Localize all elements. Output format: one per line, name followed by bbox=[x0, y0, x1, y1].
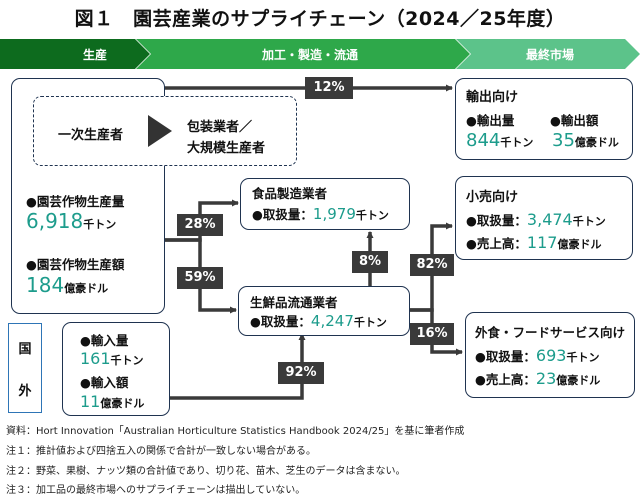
foodservice-volume: ●取扱量：693千トン bbox=[475, 346, 599, 365]
foodservice-sales-value: 23 bbox=[535, 369, 557, 388]
flow-badge-import: 92% bbox=[278, 362, 324, 384]
primary-producer-label: 一次生産者 bbox=[58, 128, 124, 143]
food-manufacturer-volume-value: 1,979 bbox=[312, 205, 356, 223]
retail-volume: ●取扱量：3,474千トン bbox=[466, 210, 606, 229]
import-value-unit: 億豪ドル bbox=[100, 397, 145, 410]
retail-sales-unit: 億豪ドル bbox=[557, 238, 602, 251]
production-volume-value: 6,918 bbox=[26, 209, 84, 233]
foodservice-volume-label: ●取扱量： bbox=[475, 349, 536, 364]
retail-volume-value: 3,474 bbox=[526, 210, 573, 229]
production-value-value: 184 bbox=[26, 273, 65, 297]
stage-label-production: 生産 bbox=[82, 48, 107, 62]
food-manufacturer-box bbox=[240, 178, 410, 230]
production-volume: 6,918千トン bbox=[26, 210, 116, 232]
footnote-3: 注３：加工品の最終市場へのサプライチェーンは描出していない。 bbox=[6, 485, 306, 496]
export-value-label: ●輸出額 bbox=[550, 113, 599, 128]
fresh-distributor-volume: ●取扱量：4,247千トン bbox=[250, 311, 387, 330]
production-value-label: ●園芸作物生産額 bbox=[26, 257, 125, 272]
foodservice-volume-value: 693 bbox=[535, 346, 567, 365]
flow-badge-foodservice: 16% bbox=[410, 323, 454, 345]
fresh-distributor-volume-unit: 千トン bbox=[353, 316, 387, 329]
footnote-2: 注２：野菜、果樹、ナッツ類の合計値であり、切り花、苗木、芝生のデータは含まない。 bbox=[6, 466, 406, 477]
foodservice-volume-unit: 千トン bbox=[566, 351, 600, 364]
export-value: 35億豪ドル bbox=[552, 130, 619, 151]
retail-sales-value: 117 bbox=[526, 233, 558, 252]
stage-processing-band bbox=[136, 39, 470, 69]
retail-title: 小売向け bbox=[466, 190, 519, 205]
production-value-unit: 億豪ドル bbox=[64, 282, 109, 295]
import-box bbox=[62, 322, 170, 416]
foodservice-title: 外食・フードサービス向け bbox=[475, 325, 626, 340]
packer-label-line2: 大規模生産者 bbox=[187, 141, 266, 156]
source-note: 資料：Hort Innovation「Australian Horticultu… bbox=[6, 426, 465, 437]
food-manufacturer-volume: ●取扱量：1,979千トン bbox=[252, 204, 389, 223]
import-volume-label: ●輸入量 bbox=[80, 333, 129, 348]
flow-badge-export: 12% bbox=[305, 77, 353, 99]
production-volume-unit: 千トン bbox=[83, 218, 117, 231]
production-volume-label: ●園芸作物生産量 bbox=[26, 194, 125, 209]
retail-sales: ●売上高：117億豪ドル bbox=[466, 233, 601, 252]
import-value-label: ●輸入額 bbox=[80, 375, 129, 390]
overseas-char-2: 外 bbox=[18, 384, 32, 399]
stage-production-band bbox=[0, 39, 150, 69]
export-value-value: 35 bbox=[552, 130, 575, 151]
export-volume-value: 844 bbox=[466, 130, 501, 151]
import-volume-value: 161 bbox=[80, 349, 111, 368]
stage-label-market: 最終市場 bbox=[525, 48, 574, 62]
stage-label-processing: 加工・製造・流通 bbox=[261, 48, 358, 62]
food-manufacturer-volume-label: ●取扱量： bbox=[252, 207, 313, 222]
overseas-char-1: 国 bbox=[18, 342, 32, 357]
fresh-distributor-box bbox=[238, 286, 410, 336]
import-volume-unit: 千トン bbox=[110, 354, 144, 367]
foodservice-sales: ●売上高：23億豪ドル bbox=[475, 369, 600, 388]
chevron-right-icon bbox=[148, 115, 172, 147]
retail-volume-unit: 千トン bbox=[572, 215, 606, 228]
foodservice-box bbox=[465, 312, 635, 398]
retail-sales-label: ●売上高： bbox=[466, 236, 527, 251]
export-value-unit: 億豪ドル bbox=[574, 136, 619, 149]
import-value: 11億豪ドル bbox=[80, 392, 144, 411]
fresh-distributor-volume-label: ●取扱量： bbox=[250, 314, 311, 329]
import-volume: 161千トン bbox=[80, 349, 144, 368]
foodservice-sales-unit: 億豪ドル bbox=[556, 374, 601, 387]
footnote-1: 注１：推計値および四捨五入の関係で合計が一致しない場合がある。 bbox=[6, 446, 316, 457]
production-value: 184億豪ドル bbox=[26, 274, 108, 296]
arrow-import-to-distributor bbox=[170, 333, 306, 400]
food-manufacturer-title: 食品製造業者 bbox=[252, 186, 328, 201]
page-title: 図１ 園芸産業のサプライチェーン（2024／25年度） bbox=[74, 8, 566, 30]
import-value-value: 11 bbox=[80, 392, 101, 411]
export-volume-label: ●輸出量 bbox=[466, 113, 515, 128]
fresh-distributor-volume-value: 4,247 bbox=[310, 312, 354, 330]
flow-badge-retail: 82% bbox=[410, 254, 454, 276]
export-box bbox=[455, 78, 633, 160]
flow-badge-fresh-distributor: 59% bbox=[177, 267, 223, 289]
flow-badge-food-manufacturer: 28% bbox=[177, 214, 223, 236]
export-volume: 844千トン bbox=[466, 130, 533, 151]
stage-market-band bbox=[456, 39, 640, 69]
export-volume-unit: 千トン bbox=[500, 136, 534, 149]
fresh-distributor-title: 生鮮品流通業者 bbox=[250, 295, 338, 310]
food-manufacturer-volume-unit: 千トン bbox=[355, 209, 389, 222]
retail-box bbox=[455, 176, 633, 260]
overseas-label-box: 国 外 bbox=[8, 323, 42, 413]
export-title: 輸出向け bbox=[466, 90, 519, 105]
retail-volume-label: ●取扱量： bbox=[466, 213, 527, 228]
foodservice-sales-label: ●売上高： bbox=[475, 372, 536, 387]
stage-banner bbox=[0, 39, 640, 69]
flow-badge-distributor-to-manufacturer: 8% bbox=[352, 251, 388, 273]
packer-label-line1: 包装業者／ bbox=[187, 120, 253, 135]
